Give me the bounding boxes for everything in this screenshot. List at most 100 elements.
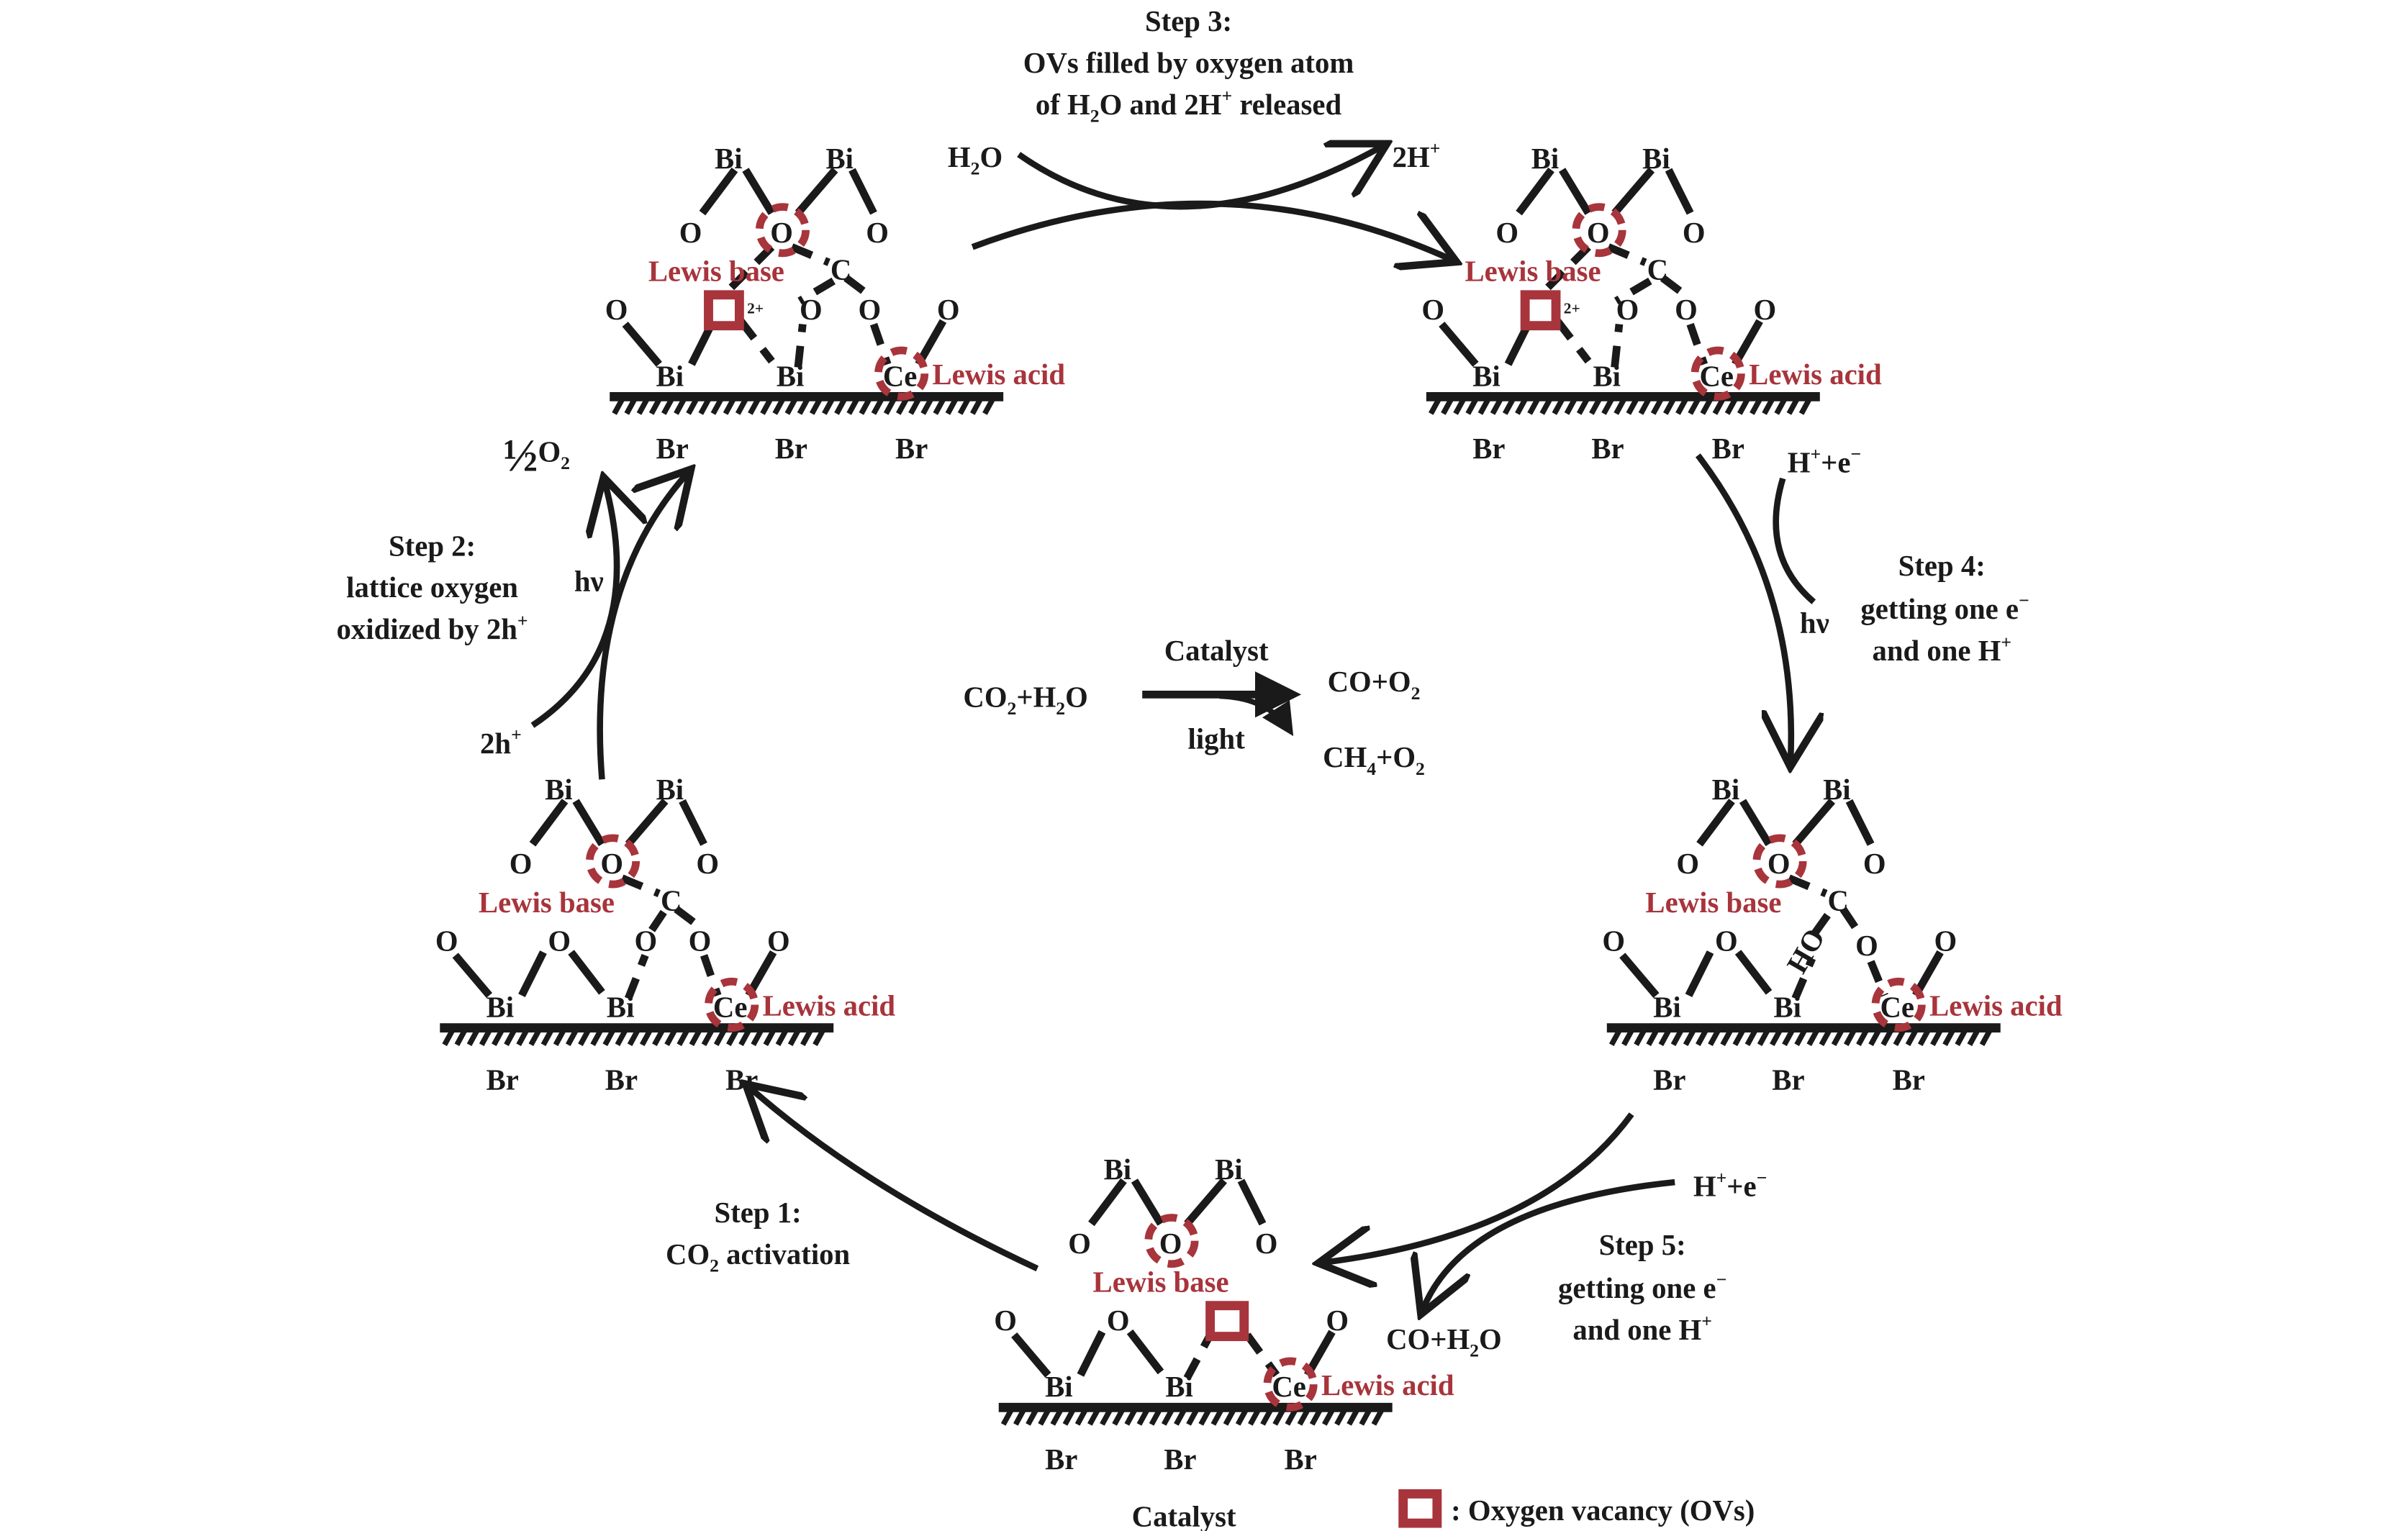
oxygen-vacancy-square xyxy=(1520,290,1561,331)
atom-o: O xyxy=(1683,217,1706,249)
atom-ce: Ce xyxy=(1700,360,1734,392)
lewis-base-ring xyxy=(1752,834,1807,889)
step5-cycle-arrow xyxy=(1324,1112,1634,1263)
lewis-acid-label: Lewis acid xyxy=(1321,1369,1454,1401)
atom-o: O xyxy=(767,924,790,957)
step4-electron-arrow xyxy=(1773,477,1816,604)
step5-product-arrow xyxy=(1423,1178,1675,1309)
step5-line2: getting one e− xyxy=(1558,1269,1726,1304)
step3-h2o-arrow xyxy=(1017,147,1382,210)
atom-bi: Bi xyxy=(1215,1153,1243,1186)
lewis-base-label: Lewis base xyxy=(1093,1266,1229,1298)
atom-o: O xyxy=(1855,930,1878,962)
atom-o: O xyxy=(1754,294,1777,326)
atom-o: O xyxy=(1676,848,1699,880)
lewis-base-ring xyxy=(755,203,810,258)
step2-oxygen-arrow xyxy=(530,483,617,728)
atom-c: C xyxy=(1828,885,1849,917)
atom-c: C xyxy=(661,885,682,917)
atom-o: O xyxy=(696,848,719,880)
atom-bi: Bi xyxy=(545,773,573,806)
atom-bi: Bi xyxy=(1531,142,1560,175)
atom-ce: Ce xyxy=(1880,991,1914,1024)
surface-top-left xyxy=(610,391,1004,415)
atom-br: Br xyxy=(1164,1443,1196,1476)
co-h2o-product-label: CO+H2O xyxy=(1386,1323,1502,1361)
structure-mid-left: Bi Bi O O O C Lewis base O O O O O Bi Bi… xyxy=(435,773,896,1096)
atom-br: Br xyxy=(486,1063,519,1096)
atom-br: Br xyxy=(1772,1063,1804,1096)
step4-label: Step 4: getting one e− and one H+ xyxy=(1860,550,2029,667)
atom-o: O xyxy=(1326,1304,1349,1337)
atom-br: Br xyxy=(656,432,689,465)
atom-o: O xyxy=(994,1304,1017,1337)
lewis-acid-ring xyxy=(705,977,759,1032)
lewis-acid-label: Lewis acid xyxy=(1929,989,2063,1022)
atom-bi: Bi xyxy=(715,142,743,175)
atom-c: C xyxy=(830,253,851,286)
atom-o: O xyxy=(937,294,960,326)
atom-bi: Bi xyxy=(777,360,805,392)
step2-title: Step 2: xyxy=(389,530,476,562)
lewis-acid-ring xyxy=(1263,1357,1318,1412)
step4-line2: getting one e− xyxy=(1860,590,2029,625)
step4-cycle-arrow xyxy=(1695,453,1791,761)
reaction-light-label: light xyxy=(1188,722,1246,755)
atom-o: O xyxy=(1255,1227,1278,1260)
atom-o: O xyxy=(1767,848,1791,880)
atom-o: O xyxy=(1934,924,1957,957)
step2-line2: lattice oxygen xyxy=(346,571,518,604)
atom-o: O xyxy=(1107,1304,1130,1337)
atom-o: O xyxy=(548,924,571,957)
lewis-acid-label: Lewis acid xyxy=(933,358,1066,391)
atom-o: O xyxy=(1421,294,1444,326)
atom-o: O xyxy=(1159,1227,1182,1260)
hydroxyl-label: HO xyxy=(1780,923,1832,978)
atom-o: O xyxy=(679,217,702,249)
lewis-acid-label: Lewis acid xyxy=(763,989,896,1022)
atom-o: O xyxy=(510,848,533,880)
legend-vacancy-square xyxy=(1398,1489,1442,1528)
atom-o: O xyxy=(859,294,882,326)
step1-line2: CO2 activation xyxy=(666,1238,851,1276)
atom-c: C xyxy=(1647,253,1668,286)
atom-br: Br xyxy=(605,1063,638,1096)
product-ch4-o2: CH4+O2 xyxy=(1323,741,1425,779)
step3-line2: OVs filled by oxygen atom xyxy=(1023,47,1354,79)
lewis-base-ring xyxy=(1144,1214,1199,1268)
atom-o: O xyxy=(435,924,458,957)
structure-top-left: Bi Bi O O O C Lewis base O 2+ O O O Bi B… xyxy=(605,142,1066,465)
atom-bi: Bi xyxy=(1823,773,1851,806)
atom-ce: Ce xyxy=(713,991,748,1024)
overall-reaction: CO2+H2O Catalyst light CO+O2 CH4+O2 xyxy=(963,635,1425,779)
step3-label: Step 3: OVs filled by oxygen atom of H2O… xyxy=(1023,5,1354,127)
step5-title: Step 5: xyxy=(1599,1229,1686,1261)
atom-o: O xyxy=(1675,294,1698,326)
lewis-acid-ring xyxy=(1871,977,1926,1032)
lewis-base-label: Lewis base xyxy=(1645,886,1781,919)
hv-label: hν xyxy=(574,565,604,598)
atom-bi: Bi xyxy=(656,773,684,806)
structure-top-right: Bi Bi O O O C Lewis base O 2+ O O O Bi B… xyxy=(1421,142,1882,465)
oxygen-vacancy-square xyxy=(1205,1301,1249,1342)
atom-bi: Bi xyxy=(826,142,854,175)
atom-ce: Ce xyxy=(883,360,918,392)
atom-o: O xyxy=(1587,217,1610,249)
atom-br: Br xyxy=(775,432,807,465)
atom-o: O xyxy=(1715,924,1738,957)
atom-bi: Bi xyxy=(486,991,515,1024)
catalyst-caption: Catalyst xyxy=(1132,1500,1236,1531)
product-co-o2: CO+O2 xyxy=(1328,665,1421,704)
step5-line3: and one H+ xyxy=(1572,1311,1712,1346)
lewis-base-ring xyxy=(585,834,641,889)
lewis-acid-ring xyxy=(1690,346,1745,401)
atom-o: O xyxy=(600,848,623,880)
step5-label: Step 5: getting one e− and one H+ xyxy=(1558,1229,1726,1346)
lewis-base-label: Lewis base xyxy=(479,886,615,919)
atom-br: Br xyxy=(1893,1063,1925,1096)
step4-line3: and one H+ xyxy=(1872,632,2011,667)
lewis-base-label: Lewis base xyxy=(648,255,784,288)
atom-br: Br xyxy=(1712,432,1744,465)
legend-label: : Oxygen vacancy (OVs) xyxy=(1451,1494,1755,1527)
